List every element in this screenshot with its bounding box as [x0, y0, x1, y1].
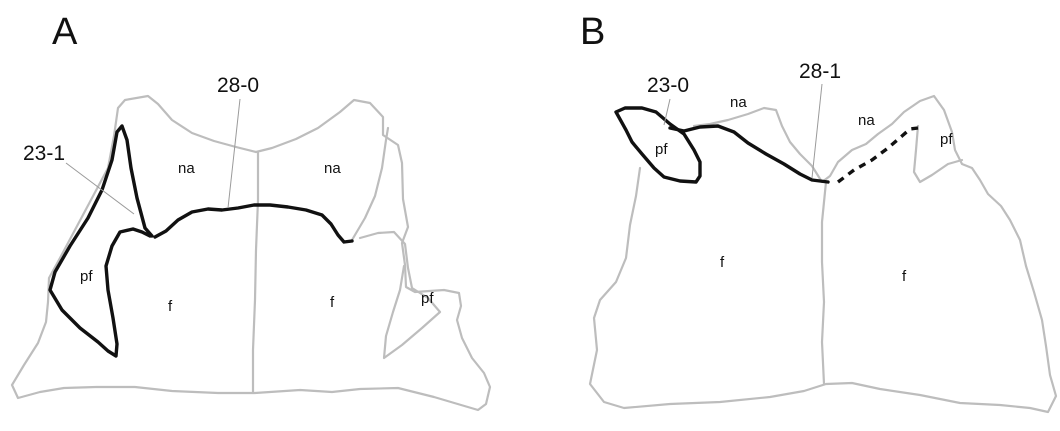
- panel-b-letter: B: [580, 11, 605, 53]
- panel-a-label-nasal-left: na: [178, 160, 195, 177]
- panel-a-suture-28-0: [153, 203, 354, 244]
- panel-b-label-prefrontal-right: pf: [940, 131, 953, 148]
- panel-a: A 23-1 28-0 na na pf pf f f: [10, 11, 492, 412]
- panel-a-label-prefrontal-left: pf: [80, 268, 93, 285]
- panel-b-callout-28-1: 28-1: [799, 60, 841, 83]
- panel-b-label-frontal-left: f: [720, 254, 725, 271]
- panel-b-callout-23-0: 23-0: [647, 74, 689, 97]
- panel-b-label-nasal-left: na: [730, 94, 747, 111]
- panel-a-label-prefrontal-right: pf: [421, 290, 434, 307]
- panel-b-suture-28-1: [668, 124, 830, 184]
- panel-b-right-prefrontal-outline: [912, 124, 964, 184]
- panel-b-leader-28-1: [811, 83, 823, 179]
- panel-a-right-prefrontal-outline: [350, 126, 442, 360]
- panel-a-label-nasal-right: na: [324, 160, 341, 177]
- panel-b-suture-23-0: [614, 106, 702, 184]
- panel-b-label-nasal-right: na: [858, 112, 875, 129]
- panel-a-midline: [251, 151, 260, 395]
- panel-a-letter: A: [52, 11, 78, 53]
- panel-b-midline: [820, 180, 828, 386]
- panel-a-suture-23-1: [48, 124, 154, 358]
- panel-b-skull-outline: [588, 94, 1058, 414]
- panel-a-skull-outline: [10, 94, 492, 412]
- panel-a-leader-28-0: [227, 98, 241, 209]
- panel-b-suture-dashed: [836, 126, 919, 184]
- panel-b-label-frontal-right: f: [902, 268, 907, 285]
- panel-b-label-prefrontal-left: pf: [655, 141, 668, 158]
- panel-a-label-frontal-right: f: [330, 294, 335, 311]
- panel-b-leader-23-0: [663, 98, 671, 126]
- panel-b: B 23-0 28-1 na na pf pf f f: [580, 11, 1058, 414]
- panel-a-leader-23-1: [65, 162, 135, 215]
- panel-a-callout-23-1: 23-1: [23, 142, 65, 165]
- panel-a-label-frontal-left: f: [168, 298, 173, 315]
- panel-a-callout-28-0: 28-0: [217, 74, 259, 97]
